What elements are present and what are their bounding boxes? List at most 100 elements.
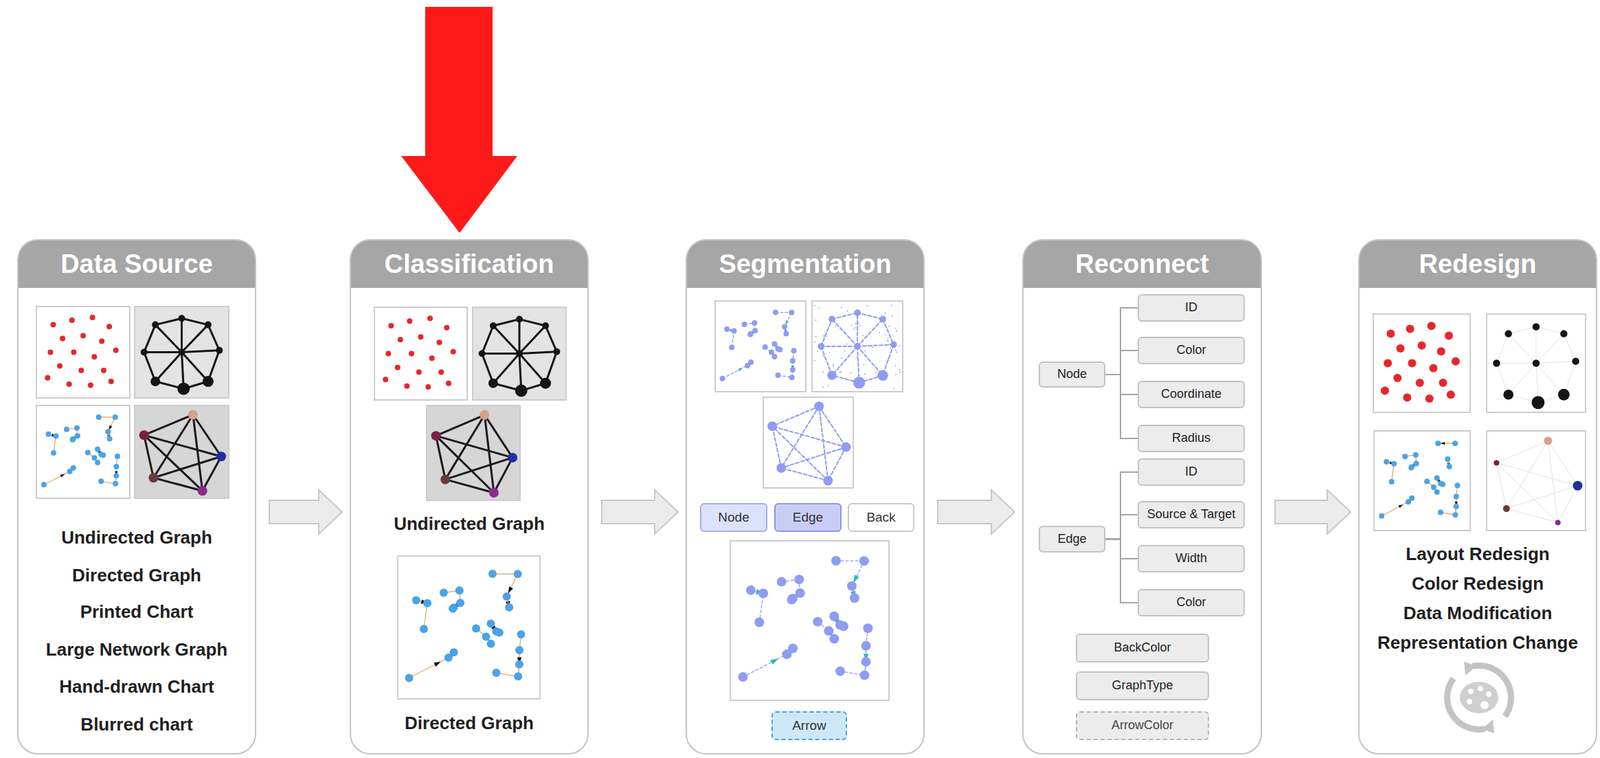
graph-node-dot — [895, 351, 898, 354]
graph-node-dot — [864, 373, 866, 376]
image-frame — [1486, 430, 1586, 531]
arrow-mark — [1440, 441, 1445, 445]
graph-edge-line — [1496, 333, 1508, 364]
option-box: Color — [1137, 336, 1245, 365]
graph-node-dot — [1503, 504, 1511, 512]
graph-node-dot — [1444, 331, 1453, 340]
graph-node-dot — [70, 349, 77, 356]
graph-node-dot — [515, 350, 523, 358]
graph-node-dot — [1532, 322, 1541, 331]
graph-edge-line — [1508, 333, 1537, 364]
graph-node-dot — [1437, 509, 1444, 516]
graph-node-dot — [202, 375, 214, 387]
graph-node-dot — [829, 611, 839, 622]
graph-node-dot — [884, 333, 887, 336]
graph-node-dot — [515, 384, 528, 398]
graph-node-dot — [893, 388, 895, 390]
box-label: Node — [717, 509, 749, 526]
caption-text: Directed Graph — [351, 712, 588, 734]
caption-text: Printed Chart — [18, 601, 255, 623]
stage-arrow — [937, 489, 1015, 534]
graph-node-dot — [781, 323, 788, 330]
graph-node-dot — [898, 368, 900, 371]
graph-node-dot — [87, 381, 94, 388]
graph-node-dot — [787, 643, 798, 654]
box-label: ID — [1185, 464, 1198, 480]
graph-node-dot — [834, 325, 837, 328]
graph-node-dot — [89, 314, 96, 321]
graph-node-dot — [877, 370, 888, 381]
graph-node-dot — [70, 436, 76, 443]
graph-node-dot — [762, 344, 769, 350]
graph-edge-line — [820, 346, 832, 376]
graph-node-dot — [178, 348, 186, 356]
graph-node-dot — [542, 322, 549, 330]
graph-node-dot — [74, 425, 80, 431]
graph-edge-line — [144, 351, 183, 354]
graph-node-dot — [827, 384, 830, 387]
graph-edge-line — [781, 406, 819, 468]
box-label: Arrow — [792, 717, 827, 734]
image-frame — [1373, 430, 1471, 531]
box-label: ArrowColor — [1111, 717, 1174, 734]
option-box: Back — [847, 502, 915, 532]
graph-node-dot — [66, 381, 73, 387]
graph-node-dot — [489, 487, 499, 498]
graph-node-dot — [1386, 329, 1395, 338]
graph-node-dot — [835, 666, 845, 676]
graph-edge-line — [1506, 441, 1548, 510]
graph-edge-line — [1563, 333, 1576, 362]
graph-edge-line — [519, 319, 546, 326]
graph-node-dot — [1558, 388, 1570, 401]
graph-node-dot — [828, 316, 836, 323]
option-box: Edge — [1038, 525, 1106, 553]
graph-node-dot — [429, 355, 435, 361]
caption-text: Representation Change — [1359, 632, 1596, 654]
palette-well — [1485, 691, 1492, 697]
image-frame — [134, 306, 229, 398]
graph-edge-line — [882, 318, 894, 345]
graph-node-dot — [850, 372, 852, 374]
caption-text: Layout Redesign — [1359, 543, 1596, 565]
panel-title: Reconnect — [1023, 240, 1261, 288]
graph-node-dot — [1493, 459, 1500, 466]
caption-text: Undirected Graph — [351, 513, 588, 535]
graph-node-dot — [1378, 513, 1385, 519]
graph-node-dot — [812, 616, 823, 627]
graph-edge-line — [182, 318, 209, 325]
graph-node-dot — [1543, 436, 1552, 446]
graph-node-dot — [898, 344, 900, 347]
graph-node-dot — [862, 334, 864, 336]
panel-title: Segmentation — [686, 240, 924, 288]
box-label: Color — [1176, 594, 1206, 611]
image-frame — [730, 540, 889, 701]
graph-node-dot — [829, 351, 831, 354]
graph-node-dot — [772, 309, 779, 316]
graph-node-dot — [151, 321, 159, 329]
graph-node-dot — [539, 377, 551, 389]
graph-node-dot — [478, 350, 486, 358]
graph-node-dot — [1408, 465, 1414, 471]
image-frame — [134, 405, 229, 499]
graph-node-dot — [41, 481, 47, 488]
graph-edge-line — [856, 312, 859, 347]
graph-node-dot — [859, 324, 861, 327]
graph-node-dot — [448, 604, 457, 613]
graph-node-dot — [789, 374, 795, 380]
graph-node-dot — [382, 376, 389, 382]
stage-panel: ClassificationUndirected GraphDirected G… — [349, 239, 589, 755]
graph-node-dot — [1452, 440, 1458, 446]
arrow-mark — [109, 425, 113, 431]
graph-node-dot — [112, 414, 119, 420]
graph-node-dot — [853, 376, 865, 389]
graph-node-dot — [790, 357, 796, 364]
graph-edge-line — [43, 471, 71, 485]
graph-node-dot — [94, 459, 101, 466]
graph-node-dot — [887, 340, 889, 342]
graph-edge-line — [493, 353, 520, 384]
box-label: Width — [1175, 550, 1208, 567]
graph-edge-line — [144, 414, 194, 436]
graph-node-dot — [823, 475, 833, 486]
graph-node-dot — [1395, 344, 1405, 353]
